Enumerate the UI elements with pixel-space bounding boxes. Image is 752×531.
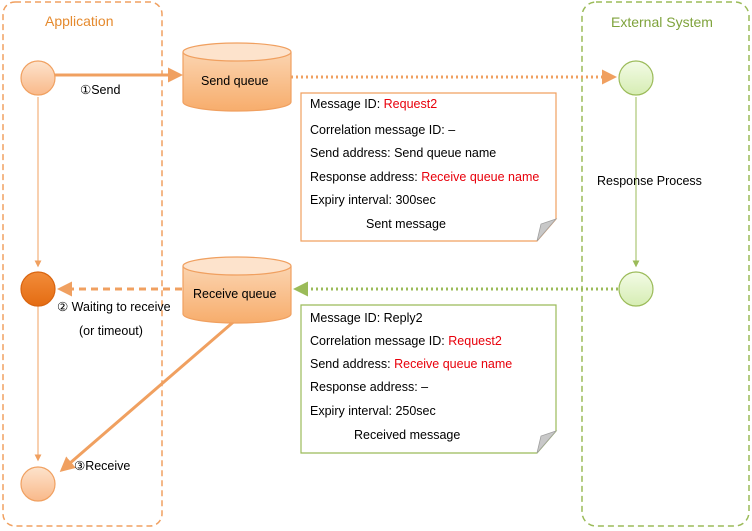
received-send-address-label: Send address: [310, 357, 395, 371]
sent-message-id-value: Request2 [383, 97, 438, 111]
sent-response-address-value: Receive queue name [421, 170, 540, 184]
received-message-note [300, 304, 558, 454]
application-lane-title: Application [45, 13, 114, 29]
receive-queue-label: Receive queue [193, 287, 277, 301]
app-waiting-node [20, 271, 56, 307]
received-message-caption: Received message [354, 428, 461, 442]
sent-message-id-label: Message ID: [310, 97, 384, 111]
received-correlation-label: Correlation message ID: [310, 334, 449, 348]
external-system-lane-title: External System [611, 14, 713, 30]
sent-message-id: Message ID: Request2 [310, 97, 437, 112]
external-receive-node [618, 60, 654, 96]
sent-response-address: Response address: Receive queue name [310, 170, 539, 185]
response-process-label: Response Process [597, 174, 702, 188]
sent-send-address: Send address: Send queue name [310, 146, 497, 160]
app-send-node [20, 60, 56, 96]
application-lane [2, 1, 163, 527]
sent-message-caption: Sent message [366, 217, 446, 231]
received-correlation-value: Request2 [448, 334, 502, 348]
send-queue-cylinder [182, 42, 292, 112]
receive-arrow [59, 316, 239, 472]
app-receive-node [20, 466, 56, 502]
receive-queue-cylinder [182, 256, 292, 324]
send-queue-label: Send queue [201, 74, 269, 88]
received-message-id: Message ID: Reply2 [310, 311, 423, 325]
received-correlation-id: Correlation message ID: Request2 [310, 334, 502, 349]
timeout-label: (or timeout) [79, 324, 143, 338]
received-response-address: Response address: – [310, 380, 429, 394]
sent-correlation-id: Correlation message ID: – [310, 123, 456, 137]
received-expiry-interval: Expiry interval: 250sec [310, 404, 436, 418]
sent-expiry-interval: Expiry interval: 300sec [310, 193, 436, 207]
received-send-address-value: Receive queue name [394, 357, 513, 371]
sent-message-note [300, 92, 558, 242]
waiting-step-label: ② Waiting to receive [57, 300, 171, 314]
external-reply-node [618, 271, 654, 307]
sent-response-address-label: Response address: [310, 170, 422, 184]
send-step-label: ①Send [80, 83, 121, 97]
external-system-lane [581, 1, 750, 527]
receive-step-label: ③Receive [74, 459, 131, 473]
received-send-address: Send address: Receive queue name [310, 357, 512, 372]
